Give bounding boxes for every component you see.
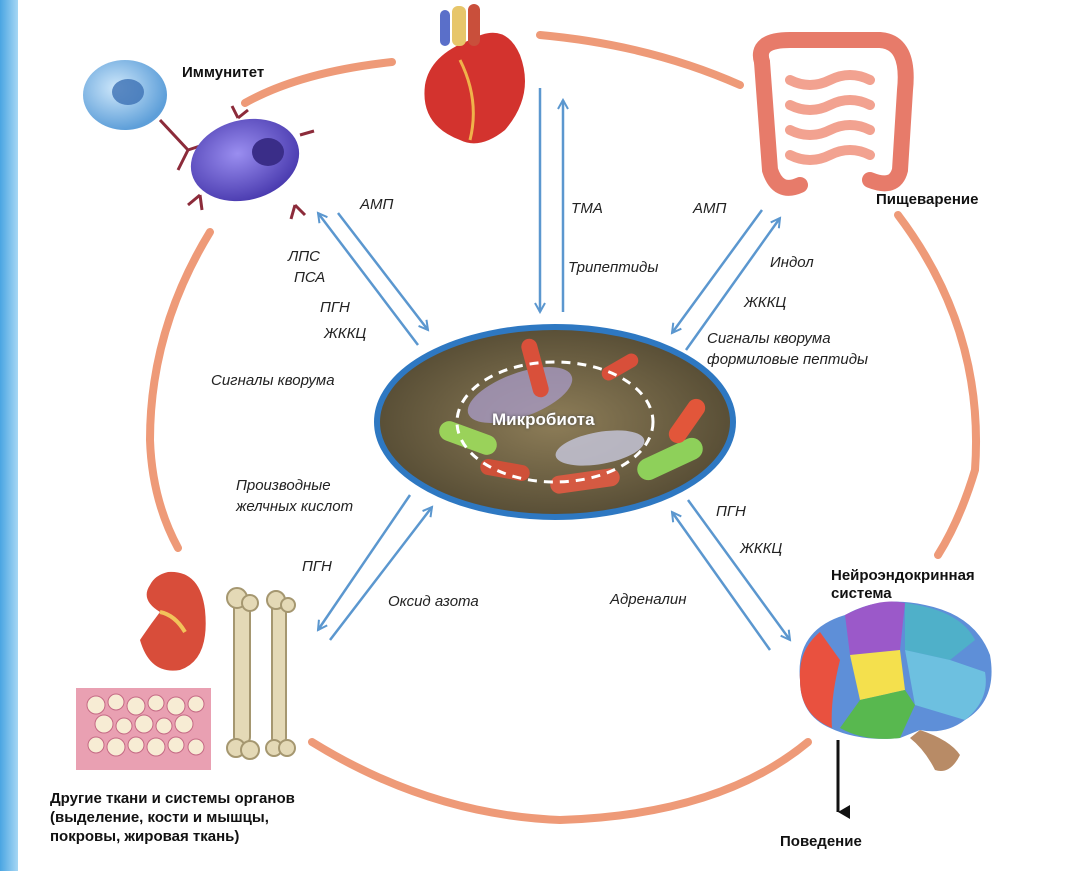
immunity-amp-label: АМП xyxy=(360,195,393,214)
bones-image xyxy=(227,588,295,759)
heart-image xyxy=(424,4,525,143)
immunity-zhkkts-label: ЖККЦ xyxy=(324,324,366,343)
digestion-quorum-label: Сигналы кворума xyxy=(707,329,831,348)
other-title-line2: (выделение, кости и мышцы, xyxy=(50,808,269,827)
arrow-other-to-micro xyxy=(330,507,432,640)
other-bile-label-line1: Производные xyxy=(236,476,331,495)
heart-tripeptides-label: Трипептиды xyxy=(568,258,658,277)
digestion-amp-label: АМП xyxy=(693,199,726,218)
kidney-image xyxy=(140,572,206,671)
other-title-line1: Другие ткани и системы органов xyxy=(50,789,295,808)
immunity-pgn-label: ПГН xyxy=(320,298,350,317)
intestines-image xyxy=(761,40,906,188)
digestion-zhkkts-label: ЖККЦ xyxy=(744,293,786,312)
ring-top-right xyxy=(540,35,740,85)
digestion-formyl-label: формиловые пептиды xyxy=(707,350,868,369)
digestion-indole-label: Индол xyxy=(770,253,814,272)
arrow-immunity-to-micro xyxy=(338,213,428,330)
neuro-pgn-label: ПГН xyxy=(716,502,746,521)
ring-left xyxy=(150,232,210,548)
neuro-title-line2: система xyxy=(831,584,892,603)
neuro-zhkkts-label: ЖККЦ xyxy=(740,539,782,558)
ring-right xyxy=(898,215,976,555)
immunity-title: Иммунитет xyxy=(182,63,264,82)
arrow-neuro-to-micro xyxy=(672,512,770,650)
other-no-label: Оксид азота xyxy=(388,592,479,611)
other-bile-label-line2: желчных кислот xyxy=(236,497,353,516)
behavior-title: Поведение xyxy=(780,832,862,851)
other-pgn-label: ПГН xyxy=(302,557,332,576)
arrow-micro-to-neuro xyxy=(688,500,790,640)
immunity-psa-label: ПСА xyxy=(294,268,325,287)
ring-top-left xyxy=(245,62,392,103)
other-title-line3: покровы, жировая ткань) xyxy=(50,827,239,846)
neuro-title-line1: Нейроэндокринная xyxy=(831,566,975,585)
ring-bottom xyxy=(312,742,808,820)
neuro-adrenaline-label: Адреналин xyxy=(610,590,686,609)
heart-tma-label: ТМА xyxy=(571,199,603,218)
brain-image xyxy=(800,602,992,772)
immunity-quorum-label: Сигналы кворума xyxy=(211,371,335,390)
immunity-lps-label: ЛПС xyxy=(288,247,320,266)
microbiota-label: Микробиота xyxy=(492,410,595,430)
fat-tissue-image xyxy=(76,688,211,770)
arrow-digestion-to-micro xyxy=(672,210,762,333)
digestion-title: Пищеварение xyxy=(876,190,979,209)
